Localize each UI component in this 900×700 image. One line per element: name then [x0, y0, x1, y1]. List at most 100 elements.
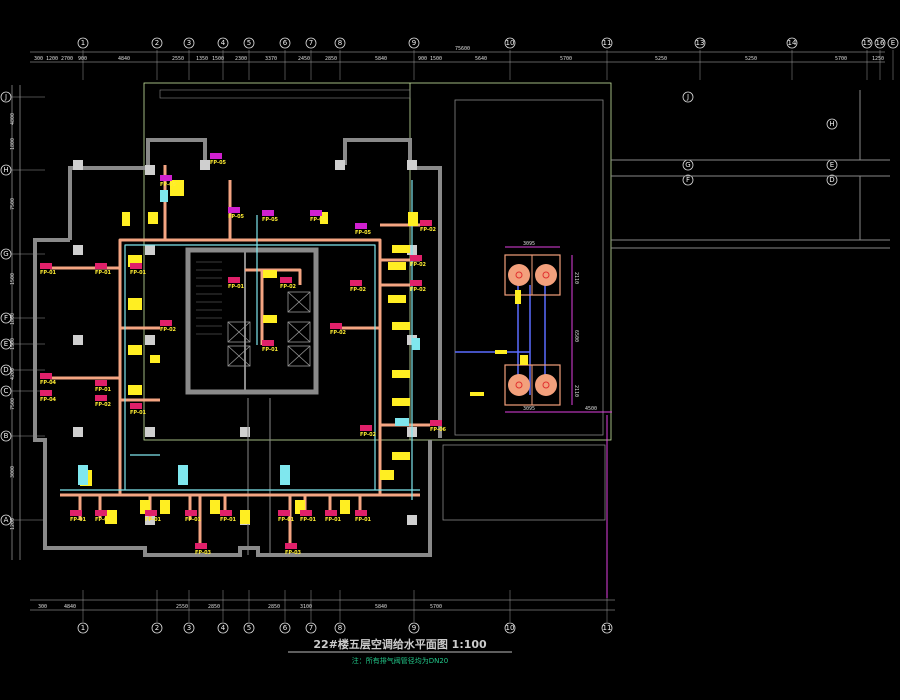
- grid-bubble-row-G: G: [0, 248, 12, 260]
- valve-group: [280, 465, 290, 485]
- dim-top: 2450: [298, 56, 310, 62]
- pipe-size-label: [392, 245, 410, 253]
- svg-text:G: G: [685, 161, 690, 169]
- grid-bubble-bottom-10: 10: [504, 622, 516, 634]
- pipe-labels: [78, 180, 528, 524]
- fan-coil-unit: FP-01: [325, 510, 342, 523]
- svg-text:FP-02: FP-02: [160, 327, 177, 333]
- dim-bottom: 5700: [430, 604, 442, 610]
- fan-coil-unit: FP-01: [278, 510, 295, 523]
- pipe-size-label: [380, 470, 394, 480]
- grid-bubble-right-J: J: [682, 91, 694, 103]
- fan-coil-unit: FP-02: [410, 280, 427, 293]
- svg-text:8: 8: [338, 39, 342, 47]
- svg-text:FP-03: FP-03: [195, 550, 212, 556]
- grid-bubble-right-D: D: [826, 174, 838, 186]
- grid-bubble-row-A: A: [0, 514, 12, 526]
- fan-coil-unit: FP-01: [95, 263, 112, 276]
- pipe-size-label: [240, 510, 250, 524]
- grid-bubble-col-1: 1: [77, 37, 89, 49]
- dim-top: 1350: [196, 56, 208, 62]
- dim-top: 1200: [46, 56, 58, 62]
- fan-coil-unit: FP-03: [285, 543, 302, 556]
- tower-dimension: 3095: [523, 241, 535, 247]
- svg-text:E: E: [891, 39, 895, 47]
- grid-bubble-row-C: C: [0, 385, 12, 397]
- svg-text:FP-01: FP-01: [145, 517, 162, 523]
- tower-dimension: 4500: [585, 406, 597, 412]
- svg-text:D: D: [3, 366, 8, 374]
- svg-text:6: 6: [283, 624, 288, 632]
- pipe-size-label: [295, 500, 305, 514]
- pipe-size-label: [128, 385, 142, 395]
- building-frames: [143, 82, 890, 521]
- pipe-size-label: [470, 392, 484, 396]
- svg-text:FP-05: FP-05: [262, 217, 279, 223]
- svg-text:FP-02: FP-02: [350, 287, 367, 293]
- svg-text:16: 16: [876, 39, 885, 47]
- dim-left: 1200: [10, 518, 16, 530]
- dim-top: 2850: [325, 56, 337, 62]
- svg-text:FP-01: FP-01: [130, 270, 147, 276]
- dim-left: 4800: [10, 113, 16, 125]
- svg-text:FP-06: FP-06: [430, 427, 447, 433]
- dim-left: 7500: [10, 398, 16, 410]
- svg-text:FP-01: FP-01: [300, 517, 317, 523]
- tower-dimension: 6500: [573, 330, 579, 342]
- svg-text:11: 11: [603, 39, 612, 47]
- fan-coil-unit: FP-05: [310, 210, 327, 223]
- drawing-title: 22#楼五层空调给水平面图 1:100: [313, 637, 487, 651]
- grid-bubble-col-3: 3: [183, 37, 195, 49]
- svg-text:FP-01: FP-01: [70, 517, 87, 523]
- pipe-size-label: [392, 452, 410, 460]
- svg-text:2: 2: [155, 624, 159, 632]
- pipe-size-label: [263, 270, 277, 278]
- svg-text:F: F: [686, 176, 690, 184]
- pipe-size-label: [515, 290, 521, 304]
- pipe-size-label: [392, 370, 410, 378]
- grid-bubble-bottom-7: 7: [305, 622, 317, 634]
- grid-bubble-row-H: H: [0, 164, 12, 176]
- fan-coil-unit: FP-01: [300, 510, 317, 523]
- fan-coil-unit: FP-01: [70, 510, 87, 523]
- tower-dimension: 2110: [573, 385, 579, 397]
- svg-text:FP-01: FP-01: [355, 517, 372, 523]
- svg-text:1: 1: [81, 39, 85, 47]
- svg-text:A: A: [4, 516, 9, 524]
- svg-text:7: 7: [309, 624, 313, 632]
- svg-text:FP-01: FP-01: [95, 517, 112, 523]
- svg-text:FP-02: FP-02: [95, 402, 112, 408]
- structural-column: [73, 427, 83, 437]
- svg-text:B: B: [4, 432, 9, 440]
- grid-bubble-row-B: B: [0, 430, 12, 442]
- pipe-size-label: [122, 212, 130, 226]
- pipe-size-label: [150, 355, 160, 363]
- svg-text:D: D: [829, 176, 834, 184]
- grid-bubble-col-2: 2: [151, 37, 163, 49]
- svg-text:FP-02: FP-02: [420, 227, 437, 233]
- svg-text:FP-04: FP-04: [40, 380, 57, 386]
- dim-top: 1250: [872, 56, 884, 62]
- structural-column: [73, 160, 83, 170]
- dim-top: 900: [418, 56, 427, 62]
- svg-text:H: H: [3, 166, 8, 174]
- structural-column: [240, 427, 250, 437]
- svg-text:FP-05: FP-05: [310, 217, 327, 223]
- svg-text:FP-01: FP-01: [95, 270, 112, 276]
- svg-text:FP-01: FP-01: [228, 284, 245, 290]
- pipe-size-label: [263, 315, 277, 323]
- grid-bubble-col-13: 13: [694, 37, 706, 49]
- fan-coil-unit: FP-01: [95, 510, 112, 523]
- grid-bubble-col-6: 6: [279, 37, 291, 49]
- grid-bubble-col-10: 10: [504, 37, 516, 49]
- grid-bubble-bottom-11: 11: [601, 622, 613, 634]
- grid-bubble-bottom-4: 4: [217, 622, 229, 634]
- total-dimension: 75600: [455, 46, 470, 52]
- grid-bubble-bottom-3: 3: [183, 622, 195, 634]
- structural-column: [145, 165, 155, 175]
- structural-column: [145, 427, 155, 437]
- fan-coil-unit: FP-01: [185, 510, 202, 523]
- structural-column: [73, 335, 83, 345]
- svg-text:7: 7: [309, 39, 313, 47]
- structural-column: [200, 160, 210, 170]
